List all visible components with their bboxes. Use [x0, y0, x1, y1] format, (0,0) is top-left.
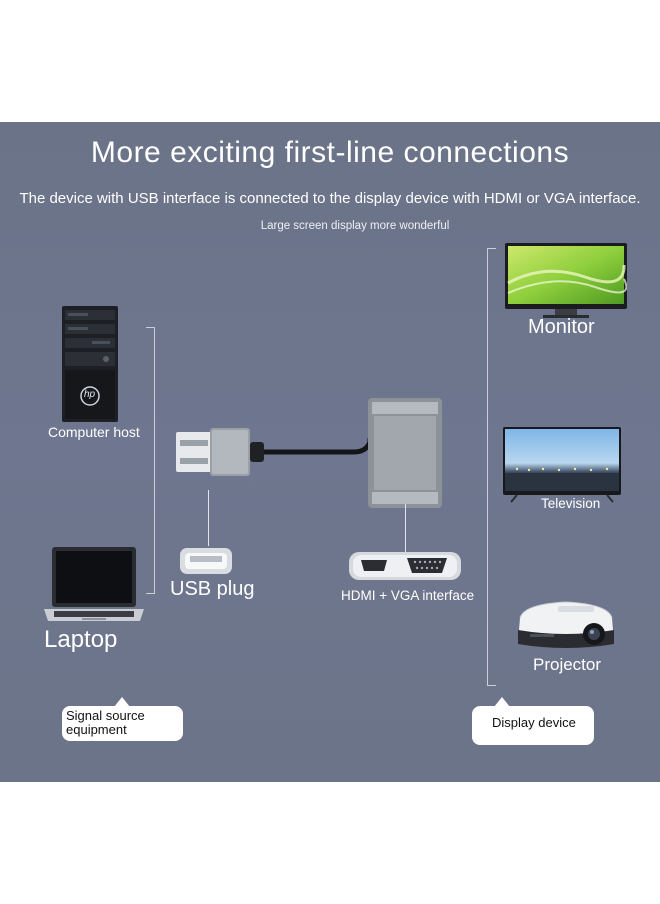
- laptop-label: Laptop: [44, 626, 118, 653]
- computer-host-label: Computer host: [48, 424, 140, 440]
- display-device-text: Display device: [492, 715, 576, 730]
- monitor-image: [505, 243, 627, 319]
- computer-host-image: hp: [62, 306, 118, 422]
- page-subtitle: The device with USB interface is connect…: [19, 190, 641, 207]
- television-image: [503, 427, 621, 503]
- usb-plug-connector-line: [208, 490, 209, 546]
- projector-image: [514, 600, 618, 652]
- hdmi-vga-label: HDMI + VGA interface: [341, 588, 475, 603]
- connection-diagram-panel: More exciting first-line connections The…: [0, 122, 660, 782]
- ports-connector-line: [405, 504, 406, 554]
- monitor-label: Monitor: [528, 316, 595, 338]
- television-label: Television: [541, 496, 601, 511]
- hp-logo: hp: [84, 389, 96, 400]
- display-device-callout: Display device: [472, 697, 594, 745]
- usb-port-icon: [180, 548, 232, 574]
- projector-label: Projector: [533, 655, 602, 674]
- hdmi-vga-ports-icon: [349, 552, 461, 580]
- display-bracket: [487, 248, 496, 686]
- source-bracket: [146, 327, 155, 594]
- page-tagline: Large screen display more wonderful: [260, 220, 450, 232]
- signal-source-callout: Signal source equipment: [62, 697, 183, 741]
- page-title: More exciting first-line connections: [90, 136, 570, 169]
- usb-adapter-image: [176, 398, 446, 508]
- laptop-image: [42, 547, 146, 625]
- signal-source-text: Signal source equipment: [66, 708, 145, 737]
- usb-plug-label: USB plug: [170, 578, 255, 600]
